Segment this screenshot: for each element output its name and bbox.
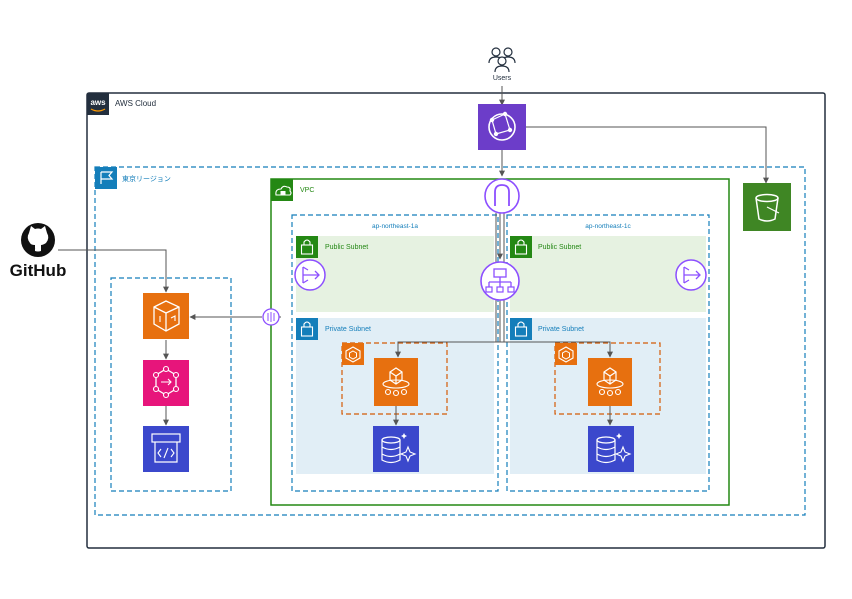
public-subnet-left-area	[296, 236, 494, 312]
public-subnet-left: Public Subnet	[296, 236, 494, 312]
vpc-cloud-lock-icon	[275, 185, 292, 196]
lock-icon	[300, 239, 314, 255]
connectors	[58, 86, 769, 426]
public-subnet-right: Public Subnet	[510, 236, 706, 312]
region-border	[94, 166, 806, 516]
private-subnet-left-label: Private Subnet	[325, 326, 371, 333]
application-load-balancer-icon[interactable]	[480, 261, 520, 301]
nat-gateway-left-icon[interactable]	[294, 259, 326, 291]
s3-bucket-icon[interactable]	[743, 183, 791, 231]
fargate-task-right-icon[interactable]	[588, 358, 632, 406]
aws-cloud-border	[86, 92, 826, 549]
github-logo-icon	[21, 223, 55, 257]
public-subnet-right-label: Public Subnet	[538, 244, 581, 251]
internet-gateway-icon[interactable]	[484, 178, 520, 214]
lock-icon	[300, 321, 314, 337]
eventbridge-icon[interactable]	[143, 360, 189, 406]
az-right-border	[506, 214, 710, 492]
aws-cloud-group: aws AWS Cloud	[86, 92, 826, 549]
flag-icon	[100, 171, 114, 184]
privatelink-endpoint-icon[interactable]	[262, 308, 280, 326]
aws-logo-icon: aws	[90, 98, 106, 107]
private-subnet-right-label: Private Subnet	[538, 326, 584, 333]
az-left-label: ap-northeast-1a	[372, 223, 418, 230]
az-left-border	[291, 214, 499, 492]
github-label: GitHub	[10, 261, 67, 280]
region-label: 東京リージョン	[122, 174, 171, 183]
private-subnet-left-badge	[296, 318, 318, 340]
region-group: 東京リージョン	[94, 166, 806, 516]
az-right-group: ap-northeast-1c	[506, 214, 710, 492]
github-to-ecr-connector	[58, 249, 169, 293]
vpc-label: VPC	[300, 187, 314, 194]
aurora-database-left-icon[interactable]	[373, 426, 419, 472]
nat-gateway-right-icon[interactable]	[675, 259, 707, 291]
aurora-database-right-icon[interactable]	[588, 426, 634, 472]
users-icon	[488, 47, 516, 73]
region-flag-badge	[95, 167, 117, 189]
codebuild-icon[interactable]	[143, 426, 189, 472]
ecr-icon[interactable]	[143, 293, 189, 339]
aws-smile-icon	[90, 108, 106, 112]
cloudfront-to-s3-connector	[526, 126, 769, 184]
ecs-service-right-icon	[555, 343, 577, 365]
public-subnet-right-area	[510, 236, 706, 312]
fargate-task-left-icon[interactable]	[374, 358, 418, 406]
alb-to-fargate-right-connector	[500, 341, 613, 358]
aws-cloud-label: AWS Cloud	[115, 99, 156, 108]
lock-icon	[514, 321, 528, 337]
az-right-label: ap-northeast-1c	[585, 223, 631, 230]
ecs-service-left-icon	[342, 343, 364, 365]
public-subnet-left-label: Public Subnet	[325, 244, 368, 251]
ecs-service-right-border	[554, 342, 661, 415]
ecs-service-left-border	[341, 342, 448, 415]
cloudfront-icon[interactable]	[478, 104, 526, 150]
private-subnet-right-badge	[510, 318, 532, 340]
alb-to-fargate-left-connector	[395, 300, 501, 358]
az-left-group: ap-northeast-1a	[291, 214, 499, 492]
pipeline-group-border	[110, 277, 232, 492]
lock-icon	[514, 239, 528, 255]
users-label: Users	[493, 75, 512, 82]
public-subnet-right-badge	[510, 236, 532, 258]
public-subnet-left-badge	[296, 236, 318, 258]
